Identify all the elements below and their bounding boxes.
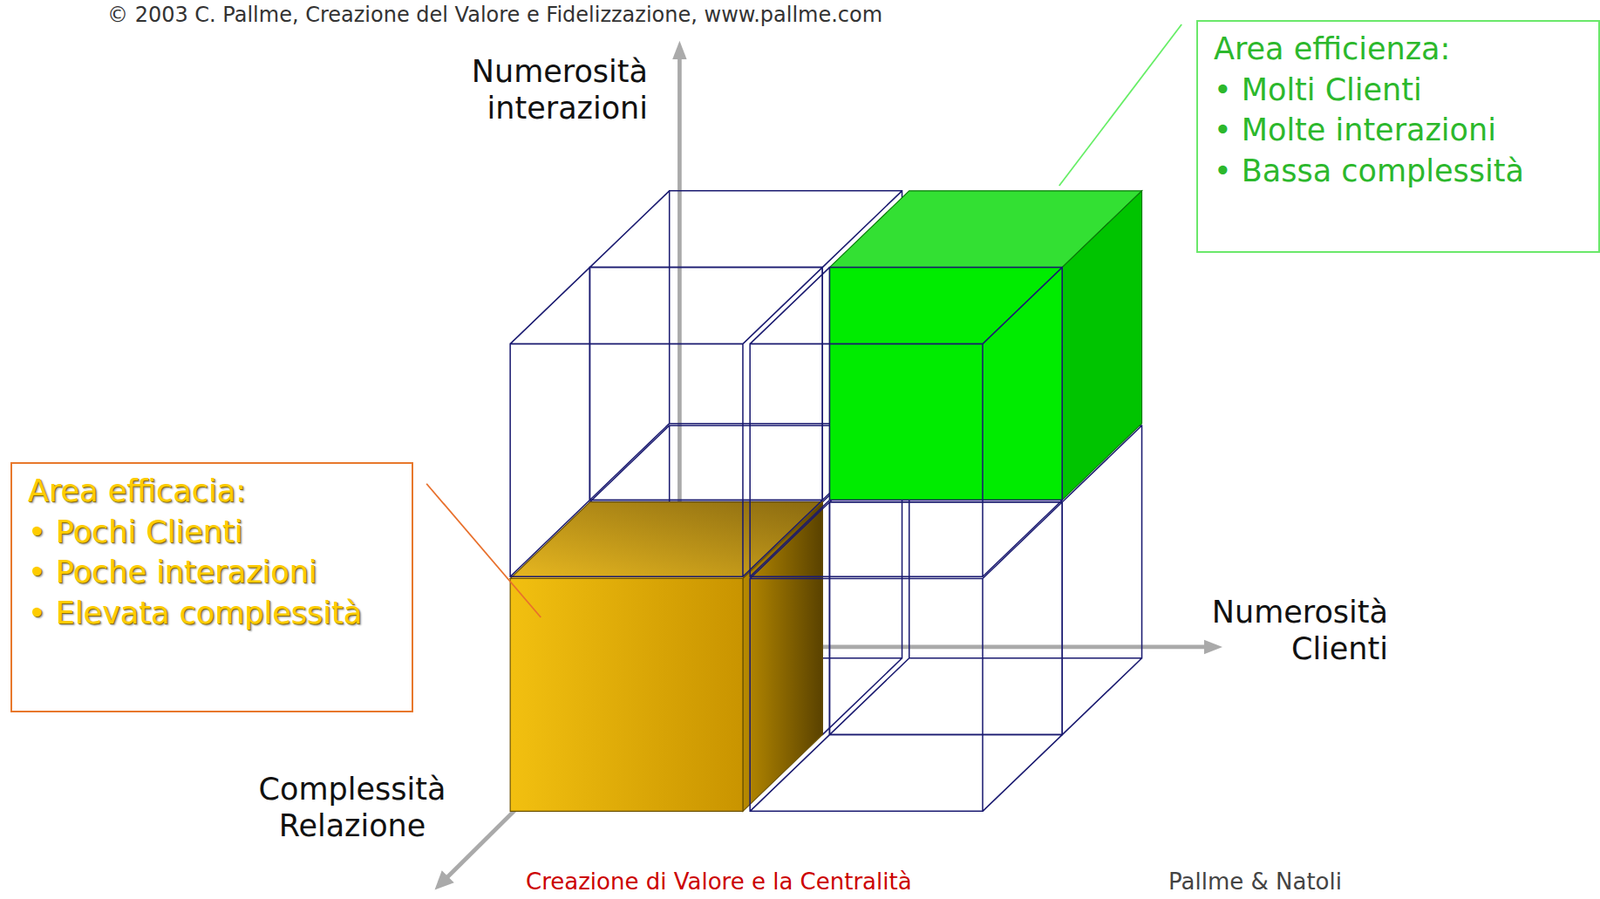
- callout-item: • Pochi Clienti: [27, 511, 400, 553]
- axis-label: Numerosità Clienti: [1211, 593, 1389, 668]
- axes: [435, 40, 1223, 891]
- callout-box: Area efficienza:• Molti Clienti• Molte i…: [1196, 20, 1600, 253]
- callout-item: • Elevata complessità: [27, 592, 400, 634]
- callout-heading: Area efficacia:: [27, 470, 400, 512]
- callout-box: Area efficacia:• Pochi Clienti• Poche in…: [10, 462, 414, 713]
- callout-item: • Molte interazioni: [1213, 109, 1587, 151]
- wire-cubes-front: [510, 267, 1063, 812]
- axis-label: Numerosità interazioni: [471, 53, 648, 127]
- copyright-note: © 2003 C. Pallme, Creazione del Valore e…: [107, 2, 883, 28]
- callout-heading: Area efficienza:: [1213, 28, 1587, 70]
- effectiveness-cube: [510, 502, 823, 812]
- footer-title: Creazione di Valore e la Centralità: [525, 868, 913, 895]
- leader-line: [426, 483, 541, 618]
- callout-item: • Bassa complessità: [1213, 150, 1587, 192]
- efficiency-cube: [829, 190, 1142, 501]
- callout-item: • Molti Clienti: [1213, 69, 1587, 111]
- callout-item: • Poche interazioni: [27, 551, 400, 593]
- axis-label: Complessità Relazione: [258, 770, 447, 845]
- leader-line: [1059, 24, 1182, 186]
- footer-author: Pallme & Natoli: [1168, 868, 1342, 895]
